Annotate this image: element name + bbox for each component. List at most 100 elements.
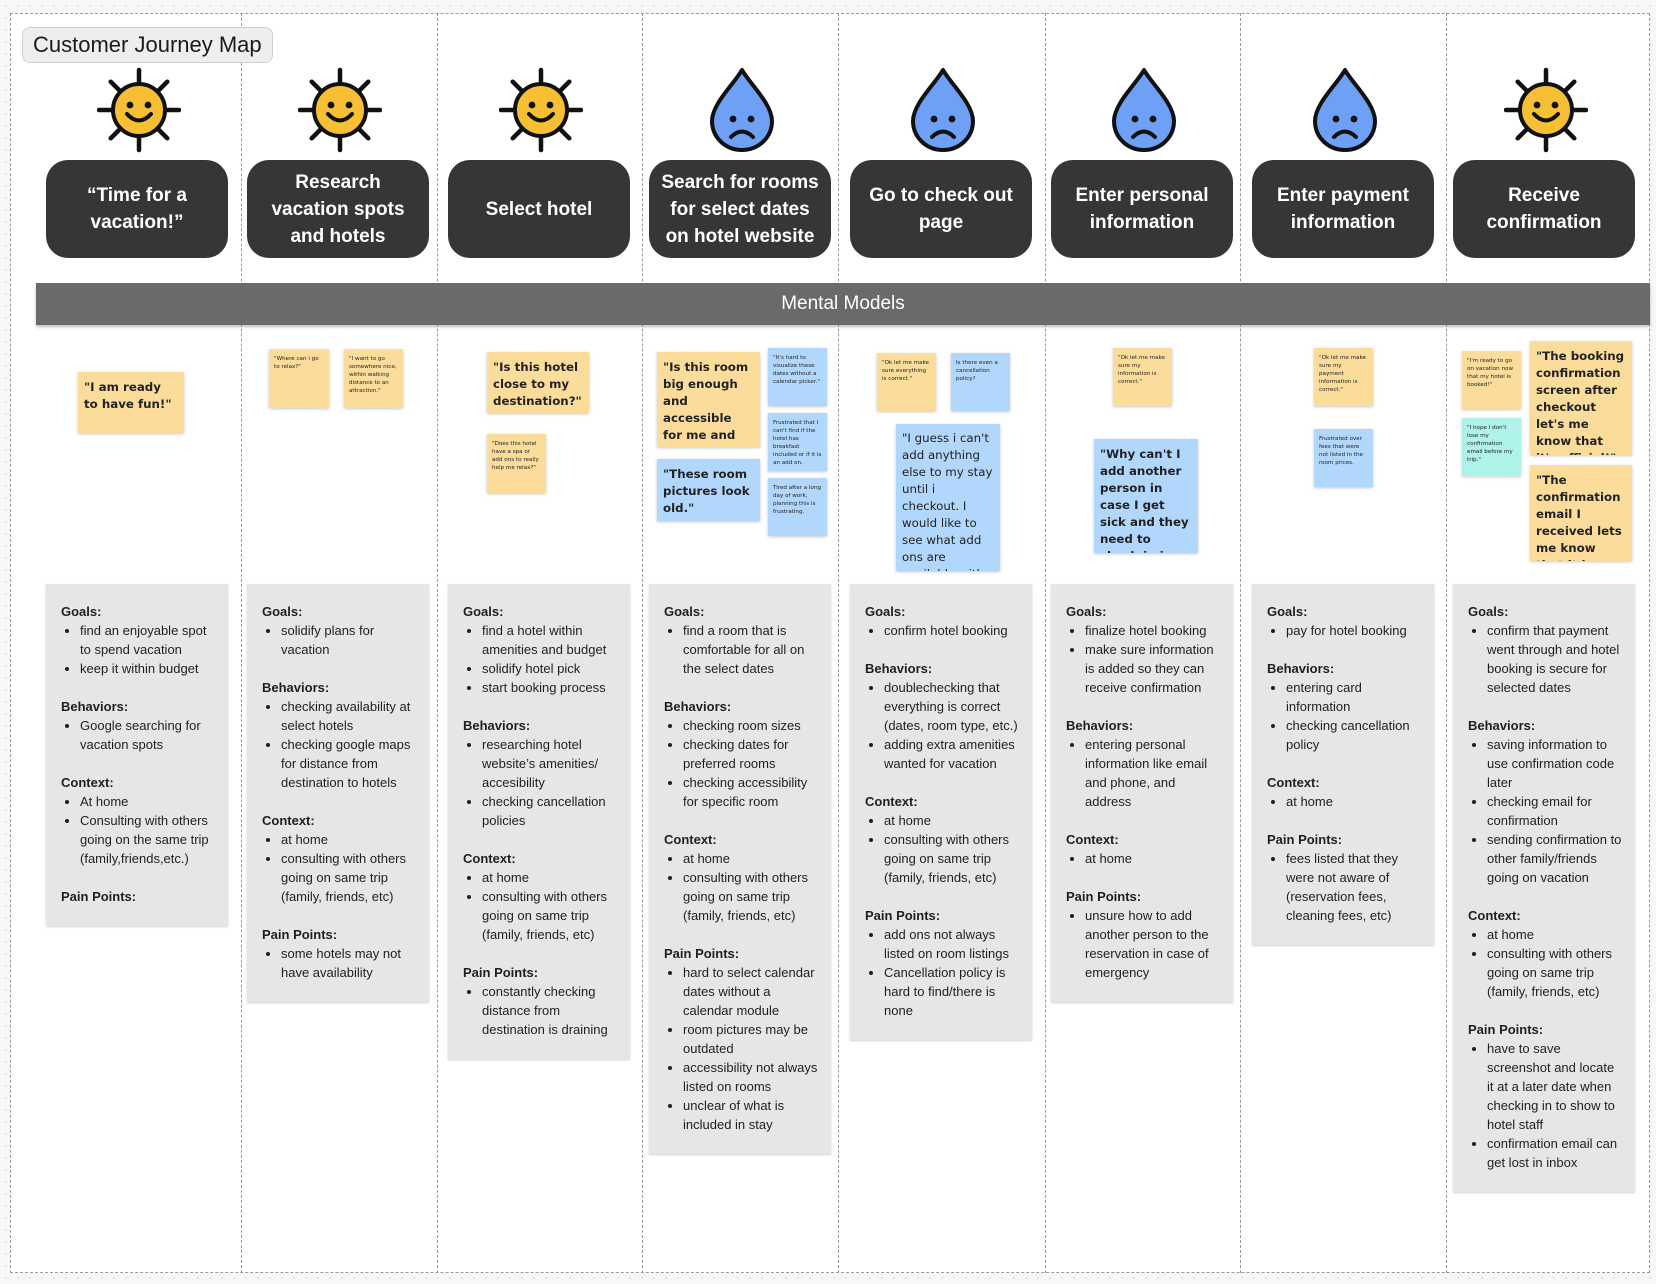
drop-sad-icon: [1303, 66, 1387, 154]
pain-points-item: add ons not always listed on room listin…: [884, 925, 1020, 963]
stage-card[interactable]: Search for rooms for select dates on hot…: [649, 160, 831, 258]
pain-points-heading: Pain Points:: [865, 908, 941, 923]
context-heading: Context:: [463, 851, 516, 866]
sticky-note[interactable]: "I want to go somewhere nice, within wal…: [344, 349, 403, 408]
sticky-note[interactable]: "It's hard to visualize these dates with…: [768, 348, 827, 406]
context-item: consulting with others going on same tri…: [281, 849, 417, 906]
sticky-note[interactable]: "I guess i can't add anything else to my…: [896, 424, 1000, 571]
sticky-note[interactable]: "I am ready to have fun!": [78, 372, 184, 433]
behaviors-item: checking cancellation policies: [482, 792, 618, 830]
sticky-note[interactable]: "Ok let me make sure my payment informat…: [1314, 348, 1373, 406]
stage-label: “Time for a vacation!”: [87, 185, 187, 233]
lane-divider: [642, 13, 643, 1273]
lane-divider: [437, 13, 438, 1273]
behaviors-list: entering personal information like email…: [1066, 735, 1221, 811]
sticky-note[interactable]: Is there even a cancellation policy?: [951, 353, 1010, 411]
goals-section: Goals:confirm hotel booking: [865, 602, 1020, 640]
pain-points-heading: Pain Points:: [262, 927, 338, 942]
context-heading: Context:: [865, 794, 918, 809]
goals-list: pay for hotel booking: [1267, 621, 1422, 640]
pain-points-section: Pain Points: fees listed that they were n…: [1267, 830, 1422, 925]
behaviors-heading: Behaviors:: [1267, 661, 1335, 676]
pain-points-item: fees listed that they were not aware of …: [1286, 849, 1422, 925]
goals-list: confirm hotel booking: [865, 621, 1020, 640]
pain-points-list: some hotels may not have availability: [262, 944, 417, 982]
behaviors-item: checking room sizes: [683, 716, 819, 735]
pain-points-section: Pain Points:constantly checking distance…: [463, 963, 618, 1039]
sticky-note[interactable]: Tired after a long day of work, planning…: [768, 478, 827, 536]
context-item: at home: [1085, 849, 1221, 868]
stage-label: Enter payment information: [1277, 185, 1409, 233]
stage-label: Select hotel: [485, 198, 593, 220]
sticky-note[interactable]: "Is this hotel close to my destination?": [487, 352, 589, 413]
drop-sad-icon: [901, 66, 985, 154]
journey-stage-column: Search for rooms for select dates on hot…: [649, 0, 831, 1284]
stage-details-card: Goals:confirm hotel bookingBehaviors:dou…: [850, 584, 1032, 1040]
journey-stage-column: Go to check out page "Ok let me make sure…: [850, 0, 1032, 1284]
pain-points-heading: Pain Points:: [1267, 832, 1343, 847]
goals-section: Goals:pay for hotel booking: [1267, 602, 1422, 640]
goals-list: confirm that payment went through and ho…: [1468, 621, 1623, 697]
pain-points-section: Pain Points:hard to select calendar date…: [664, 944, 819, 1134]
context-item: consulting with others going on same tri…: [1487, 944, 1623, 1001]
behaviors-section: Behaviors:doublechecking that everything…: [865, 659, 1020, 773]
sticky-note[interactable]: "Does this hotel have a spa or add ons t…: [487, 434, 546, 493]
goals-item: start booking process: [482, 678, 618, 697]
context-list: at home: [1267, 792, 1422, 811]
goals-list: find a room that is comfortable for all …: [664, 621, 819, 678]
stage-card[interactable]: Select hotel: [448, 160, 630, 258]
pain-points-section: Pain Points: add ons not always listed on…: [865, 906, 1020, 1020]
goals-heading: Goals:: [463, 604, 504, 619]
goals-section: Goals:find a hotel within amenities and …: [463, 602, 618, 697]
pain-points-list: fees listed that they were not aware of …: [1267, 849, 1422, 925]
sticky-note[interactable]: "The booking confirmation screen after c…: [1530, 341, 1632, 455]
goals-item: pay for hotel booking: [1286, 621, 1422, 640]
stage-card[interactable]: Research vacation spots and hotels: [247, 160, 429, 258]
behaviors-item: adding extra amenities wanted for vacati…: [884, 735, 1020, 773]
sticky-note[interactable]: Frustrated that I can't find if the hote…: [768, 413, 827, 471]
pain-points-item: constantly checking distance from destin…: [482, 982, 618, 1039]
sticky-note[interactable]: "I hope I don't lose my confirmation ema…: [1462, 418, 1521, 476]
goals-list: solidify plans for vacation: [262, 621, 417, 659]
context-heading: Context:: [61, 775, 114, 790]
sticky-note[interactable]: "Is this room big enough and accessible …: [657, 352, 760, 447]
stage-card[interactable]: Go to check out page: [850, 160, 1032, 258]
sticky-note[interactable]: "I'm ready to go on vacation now that my…: [1462, 351, 1521, 409]
sticky-note[interactable]: "Ok let me make sure my information is c…: [1113, 348, 1172, 406]
stage-card[interactable]: Receive confirmation: [1453, 160, 1635, 258]
goals-section: Goals:find an enjoyable spot to spend va…: [61, 602, 216, 678]
context-list: at homeconsulting with others going on s…: [664, 849, 819, 925]
sticky-note[interactable]: "The confirmation email I received lets …: [1530, 465, 1632, 561]
mental-models-band[interactable]: Mental Models: [36, 283, 1650, 325]
pain-points-heading: Pain Points:: [1066, 889, 1142, 904]
context-section: Context:at homeconsulting with others go…: [1468, 906, 1623, 1001]
goals-item: confirm that payment went through and ho…: [1487, 621, 1623, 697]
sticky-note[interactable]: "Why can't I add another person in case …: [1094, 439, 1198, 553]
goals-section: Goals:finalize hotel bookingmake sure in…: [1066, 602, 1221, 697]
goals-list: find an enjoyable spot to spend vacation…: [61, 621, 216, 678]
sticky-note[interactable]: "Where can i go to relax?": [269, 349, 329, 408]
behaviors-list: checking room sizeschecking dates for pr…: [664, 716, 819, 811]
goals-section: Goals:solidify plans for vacation: [262, 602, 417, 659]
goals-item: keep it within budget: [80, 659, 216, 678]
stage-card[interactable]: Enter payment information: [1252, 160, 1434, 258]
behaviors-item: entering personal information like email…: [1085, 735, 1221, 811]
goals-heading: Goals:: [664, 604, 705, 619]
context-list: at homeconsulting with others going on s…: [1468, 925, 1623, 1001]
pain-points-heading: Pain Points:: [61, 889, 137, 904]
map-title[interactable]: Customer Journey Map: [22, 27, 273, 63]
pain-points-list: unsure how to add another person to the …: [1066, 906, 1221, 982]
sticky-note[interactable]: "Ok let me make sure everything is corre…: [877, 353, 936, 411]
context-heading: Context:: [664, 832, 717, 847]
journey-stage-column: “Time for a vacation!” "I am ready to hav…: [46, 0, 228, 1284]
stage-card[interactable]: “Time for a vacation!”: [46, 160, 228, 258]
behaviors-item: checking accessibility for specific room: [683, 773, 819, 811]
pain-points-list: have to save screenshot and locate it at…: [1468, 1039, 1623, 1172]
behaviors-section: Behaviors:saving information to use conf…: [1468, 716, 1623, 887]
sticky-note[interactable]: "These room pictures look old.": [657, 459, 760, 521]
context-item: at home: [1487, 925, 1623, 944]
stage-card[interactable]: Enter personal information: [1051, 160, 1233, 258]
sticky-note[interactable]: Frustrated over fees that were not liste…: [1314, 429, 1373, 487]
pain-points-item: confirmation email can get lost in inbox: [1487, 1134, 1623, 1172]
behaviors-heading: Behaviors:: [61, 699, 129, 714]
